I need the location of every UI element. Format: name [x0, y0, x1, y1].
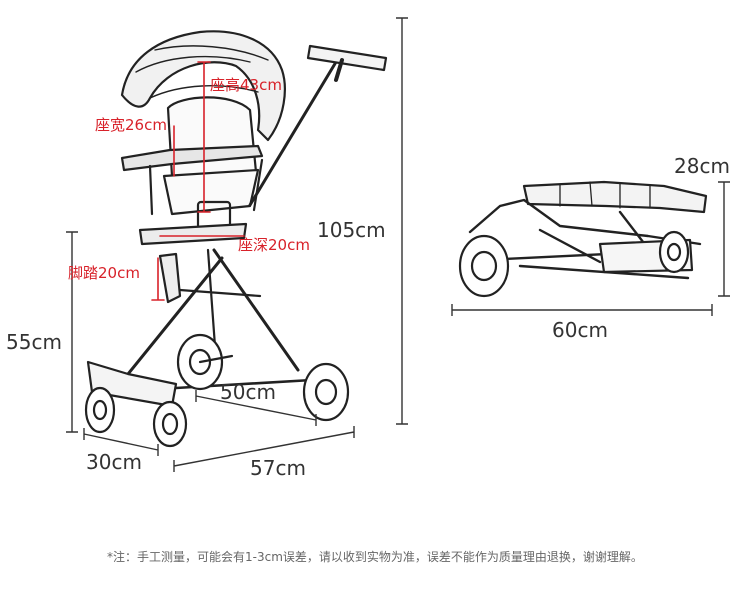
armrest [148, 158, 264, 216]
bumper-bar [120, 144, 264, 172]
folded-length-label: 60cm [552, 318, 608, 342]
height-dimension-line [396, 17, 408, 425]
total-height-label: 105cm [317, 218, 386, 242]
push-handle-stem [334, 58, 344, 82]
folded-length-line [451, 304, 713, 316]
stroller-illustration [84, 30, 388, 448]
front-width-line [83, 428, 159, 456]
footrest [158, 252, 182, 304]
seat-base [138, 222, 248, 246]
canopy [120, 30, 286, 142]
front-wheel-right [152, 400, 188, 448]
dimension-lines [66, 17, 408, 472]
seat-depth-label: 座深20cm [238, 236, 310, 254]
length-line [173, 426, 355, 472]
canopy-ribs [135, 45, 269, 99]
handle-height-label: 55cm [6, 330, 62, 354]
folded-height-label: 28cm [674, 154, 730, 178]
front-leg [126, 256, 224, 376]
seat-height-label: 座高43cm [210, 76, 282, 94]
folded-small-wheel [658, 230, 690, 274]
front-width-label: 30cm [86, 450, 142, 474]
folded-canopy [522, 180, 708, 214]
wheel-gap-label: 50cm [220, 380, 276, 404]
rear-leg [212, 248, 300, 372]
seat-width-label: 座宽26cm [95, 116, 167, 134]
footnote: *注：手工测量，可能会有1-3cm误差，请以收到实物为准，误差不能作为质量理由退… [107, 550, 643, 564]
front-wheel-left [84, 386, 116, 434]
handle-height-line [66, 231, 78, 433]
length-label: 57cm [250, 456, 306, 480]
wheel-gap-line [195, 390, 317, 426]
seat-cushion [162, 168, 260, 216]
push-handle-grip [306, 44, 388, 72]
folded-canopy-ribs [559, 181, 651, 209]
rear-wheel [302, 362, 350, 422]
folded-dimension-lines [451, 181, 730, 316]
folded-stroller-illustration [458, 180, 708, 298]
seat-measure-guides [151, 61, 245, 301]
folded-big-wheel [458, 234, 510, 298]
push-handle-shaft [248, 60, 338, 207]
folded-height-line [718, 181, 730, 297]
footrest-label: 脚踏20cm [68, 264, 140, 282]
middle-wheel [176, 333, 234, 391]
